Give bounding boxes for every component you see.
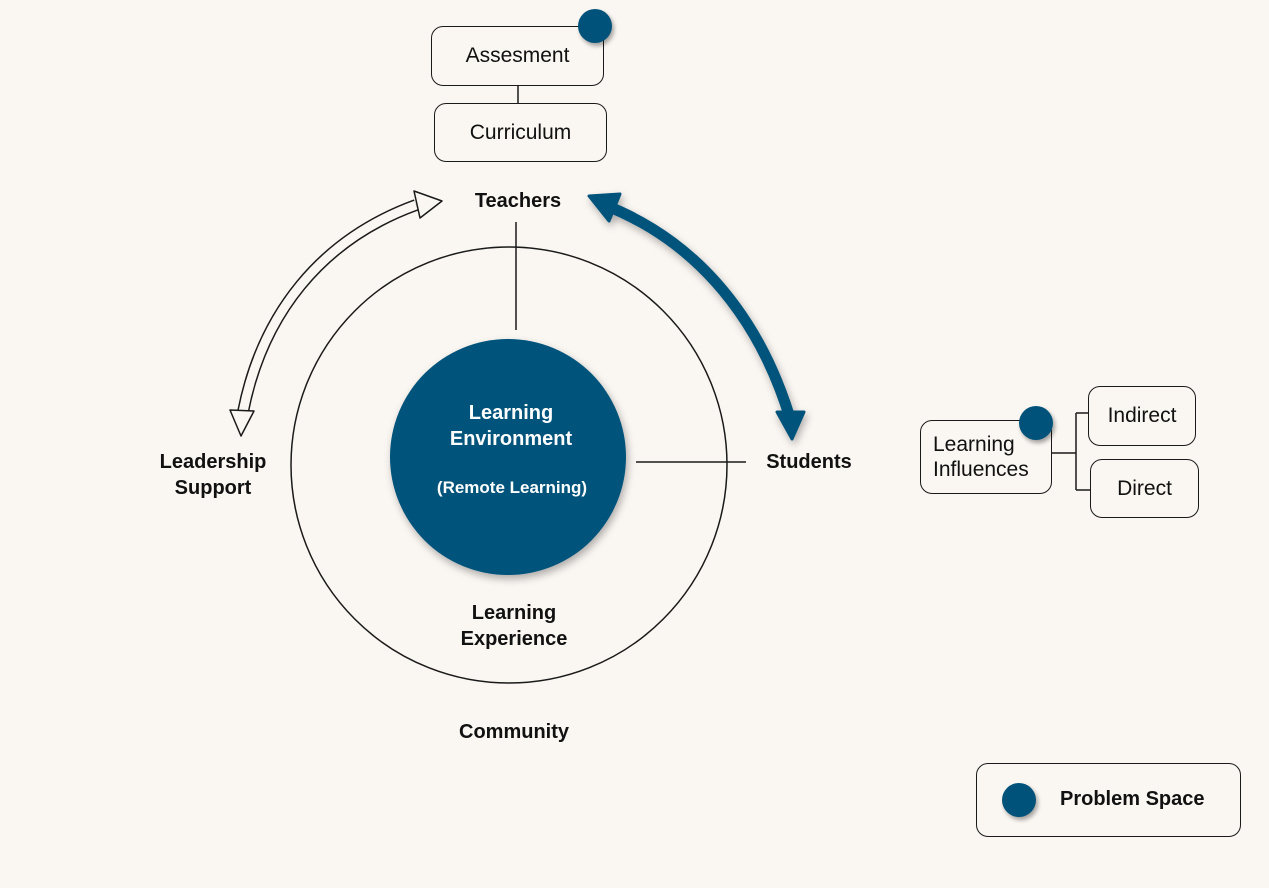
learning-environment-circle — [390, 339, 626, 575]
assessment-problem-space-dot — [578, 9, 612, 43]
learning-experience-circle — [290, 246, 728, 684]
remote-learning-label: (Remote Learning) — [436, 478, 588, 497]
indirect-box[interactable]: Indirect — [1088, 386, 1196, 446]
leadership-support-label: Leadership Support — [145, 449, 281, 501]
learning-environment-label: Learning Environment — [418, 400, 604, 452]
teachers-label: Teachers — [474, 190, 562, 212]
leadership-teachers-arrow — [229, 190, 443, 437]
learning-experience-line1: Learning — [471, 602, 557, 624]
learning-influences-label-line2: Influences — [933, 458, 1029, 481]
curriculum-box[interactable]: Curriculum — [434, 103, 607, 162]
assessment-label: Assesment — [465, 44, 570, 67]
learning-experience-line2: Experience — [460, 628, 568, 650]
direct-label: Direct — [1117, 476, 1172, 500]
learning-influences-label-line1: Learning — [933, 433, 1015, 456]
leadership-line1: Leadership — [159, 451, 267, 473]
learning-influences-problem-space-dot — [1019, 406, 1053, 440]
curriculum-label: Curriculum — [469, 120, 572, 144]
learning-environment-line1: Learning — [468, 402, 554, 424]
teachers-students-arrow — [587, 192, 806, 441]
legend-label: Problem Space — [1060, 788, 1205, 810]
legend-box: Problem Space — [976, 763, 1241, 837]
community-label: Community — [459, 721, 569, 743]
indirect-label: Indirect — [1107, 404, 1177, 427]
influences-bracket — [1052, 412, 1090, 491]
students-label: Students — [766, 451, 852, 473]
legend-problem-space-dot — [1002, 783, 1036, 817]
learning-environment-line2: Environment — [449, 428, 573, 450]
learning-experience-label: Learning Experience — [444, 600, 584, 652]
leadership-line2: Support — [174, 477, 252, 499]
direct-box[interactable]: Direct — [1090, 459, 1199, 518]
assessment-box[interactable]: Assesment — [431, 26, 604, 86]
